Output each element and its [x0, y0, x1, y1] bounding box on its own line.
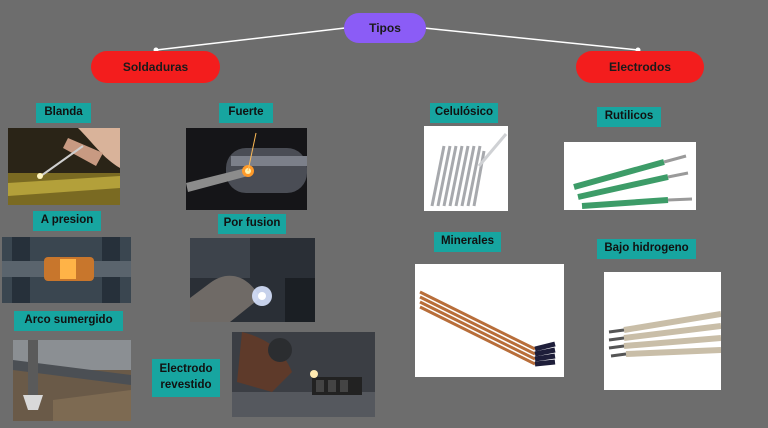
tag-celulosico-label: Celulósico — [434, 106, 494, 119]
tag-por-fusion: Por fusion — [218, 214, 286, 234]
branch-label-electrodos: Electrodos — [608, 60, 671, 74]
branch-node-electrodos: Electrodos — [576, 51, 704, 83]
branch-label-soldaduras: Soldaduras — [122, 60, 189, 74]
branch-node-soldaduras: Soldaduras — [91, 51, 220, 83]
tag-arco-sumergido: Arco sumergido — [14, 311, 123, 331]
photo-minerales-electrodes — [415, 264, 564, 377]
root-node-tipos: Tipos — [344, 13, 426, 43]
tag-electrodo-label: Electrodo — [159, 363, 213, 376]
photo-fuerte-brazing — [186, 128, 307, 210]
tag-celulosico: Celulósico — [430, 103, 498, 123]
tag-blanda: Blanda — [36, 103, 91, 123]
photo-blanda-soldering — [8, 128, 120, 205]
tag-a-presion-label: A presion — [40, 214, 94, 227]
tag-revestido-label: revestido — [160, 379, 212, 391]
tag-bajo-hidrogeno-label: Bajo hidrogeno — [604, 242, 689, 255]
photo-a-presion — [2, 237, 131, 303]
tag-rutilicos-label: Rutilicos — [604, 110, 654, 123]
photo-electrodo-revestido — [232, 332, 375, 417]
tag-minerales-label: Minerales — [440, 235, 495, 248]
tag-arco-sumergido-label: Arco sumergido — [24, 314, 113, 327]
photo-bajo-hidrogeno-electrodes — [604, 272, 721, 390]
photo-rutilicos-electrodes — [564, 142, 696, 210]
tag-electrodo-revestido: Electrodo revestido — [152, 359, 220, 397]
tag-fuerte: Fuerte — [219, 103, 273, 123]
tag-fuerte-label: Fuerte — [228, 106, 264, 119]
photo-celulosico-electrodes — [424, 126, 508, 211]
root-label: Tipos — [369, 21, 401, 35]
photo-arco-sumergido — [13, 340, 131, 421]
tag-minerales: Minerales — [434, 232, 501, 252]
tag-a-presion: A presion — [33, 211, 101, 231]
tag-bajo-hidrogeno: Bajo hidrogeno — [597, 239, 696, 259]
tag-rutilicos: Rutilicos — [597, 107, 661, 127]
photo-por-fusion — [190, 238, 315, 322]
tag-blanda-label: Blanda — [44, 106, 83, 119]
tag-por-fusion-label: Por fusion — [223, 217, 281, 230]
